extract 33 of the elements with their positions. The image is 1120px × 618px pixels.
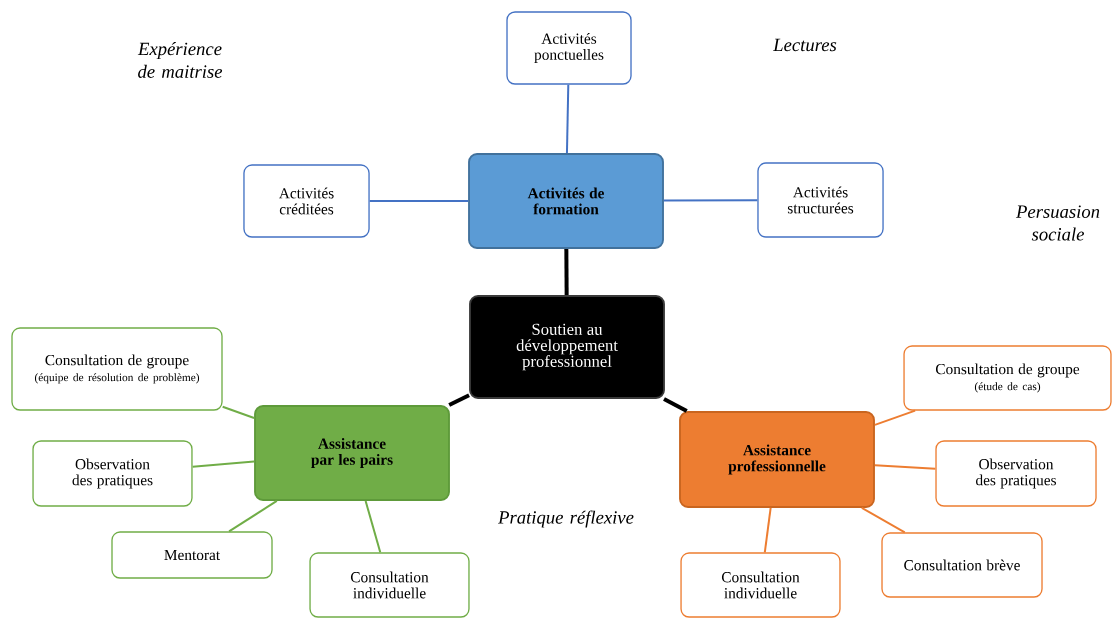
activity-box: Activités structurées bbox=[757, 162, 884, 238]
connector-line bbox=[873, 409, 917, 426]
activity-box: Observation des pratiques bbox=[32, 440, 193, 507]
connector-line bbox=[364, 499, 382, 554]
activity-box: Mentorat bbox=[111, 531, 273, 579]
activity-box: Activités créditées bbox=[243, 164, 370, 238]
category-box: Activités de formation bbox=[468, 153, 664, 249]
connector-line bbox=[564, 248, 569, 296]
category-box: Assistance professionnelle bbox=[679, 411, 875, 508]
activity-box: Consultation de groupe (étude de cas) bbox=[903, 345, 1112, 411]
connector-line bbox=[228, 499, 278, 533]
central-box: Soutien au développement professionnel bbox=[469, 295, 665, 399]
connector-line bbox=[368, 200, 470, 202]
connector-line bbox=[663, 397, 688, 413]
activity-box: Consultation de groupe (équipe de résolution de problème) bbox=[11, 327, 223, 411]
activity-box: Consultation brève bbox=[881, 532, 1043, 598]
category-box: Assistance par les pairs bbox=[254, 405, 450, 501]
italic-label: Lectures bbox=[773, 38, 837, 52]
connector-line bbox=[191, 460, 256, 468]
connector-line bbox=[860, 506, 906, 534]
activity-box: Observation des pratiques bbox=[935, 440, 1097, 507]
italic-label: Persuasion sociale bbox=[1015, 205, 1100, 241]
activity-box: Consultation individuelle bbox=[680, 552, 841, 618]
italic-label: Expérience de maitrise bbox=[137, 42, 223, 78]
connector-line bbox=[662, 199, 759, 202]
connector-line bbox=[221, 405, 256, 419]
activity-box: Activités ponctuelles bbox=[506, 11, 632, 85]
connector-line bbox=[448, 393, 470, 407]
connector-line bbox=[873, 464, 937, 470]
connector-line bbox=[763, 506, 772, 554]
italic-label: Pratique réflexive bbox=[498, 510, 634, 528]
connector-line bbox=[565, 83, 570, 155]
activity-box: Consultation individuelle bbox=[309, 552, 470, 618]
